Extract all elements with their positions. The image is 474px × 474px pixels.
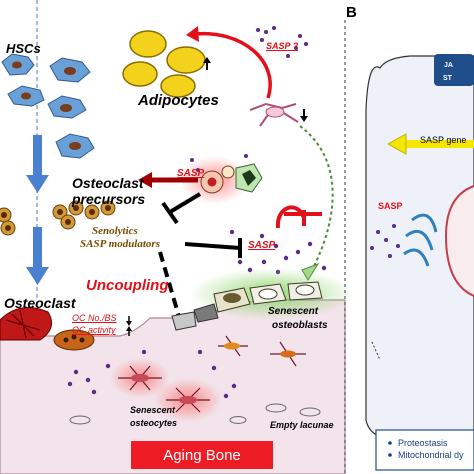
endoplasmic-reticulum [403,213,438,267]
osteoclast-cell [0,307,95,351]
mitochondrial-bullet: Mitochondrial dy [398,450,464,460]
senescent-osteoblasts [171,281,323,331]
senescent-osteocytes-label-line1: Senescent [130,405,176,415]
adipocytes-label: Adipocytes [138,92,219,109]
uncoupling-label: Uncoupling [86,277,169,294]
nucleus-arc [444,185,474,297]
sasp-dots-bone [67,349,237,399]
empty-lacunae [69,403,321,425]
senescent-osteocytes-label-line2: osteocytes [130,418,178,428]
feedback-inhibition [275,205,306,229]
osteoblast-lineage-arrow [299,125,334,271]
inhibition-icon [161,192,202,225]
jak-box-label-line1: JA [444,62,453,69]
proteostasis-bullet: Proteostasis [398,438,448,448]
osteoclast-precursors [0,200,116,236]
senolytic-inhibition-sasp [184,238,242,258]
senescent-osteoblasts-label-line1: Senescent [268,306,319,317]
differentiation-arrows [26,135,49,285]
senolytic-dashed-line [158,251,182,321]
oc-activity-label: OC activity [72,325,116,335]
sasp-question-label: SASP ? [266,41,299,51]
jak-box-label-line2: ST [443,75,452,82]
senolytics-label-line1: Senolytics [92,225,138,237]
osteoclast-precursors-label-line2: precursors [72,191,146,207]
hscs-label: HSCs [6,41,41,56]
sasp-label-top: SASP [177,168,205,179]
senolytics-label-line2: SASP modulators [80,238,160,250]
oc-number-label: OC No./BS [72,313,117,323]
empty-lacunae-label: Empty lacunae [270,420,334,430]
senescent-osteoblasts-label-line2: osteoblasts [272,320,328,331]
osteoclast-precursors-label-line1: Osteoclast [72,175,144,191]
stromal-cell [249,102,299,127]
panel-b-letter: B [346,4,357,21]
mechanisms-box [375,429,474,471]
sasp-gene-label: SASP gene [420,135,467,145]
panel-b-cell [365,54,474,471]
sasp-dots-top [256,26,308,58]
osteoclast-label: Osteoclast [4,295,76,311]
adipogenesis-arrow [195,31,272,99]
sasp-label-mid: SASP [248,240,276,251]
jak-stat-box [434,54,474,86]
adipocyte-cells [122,30,206,98]
aging-bone-banner: Aging Bone [131,441,273,469]
hsc-cells [1,53,95,159]
panel-b-sasp-label: SASP [378,201,403,211]
